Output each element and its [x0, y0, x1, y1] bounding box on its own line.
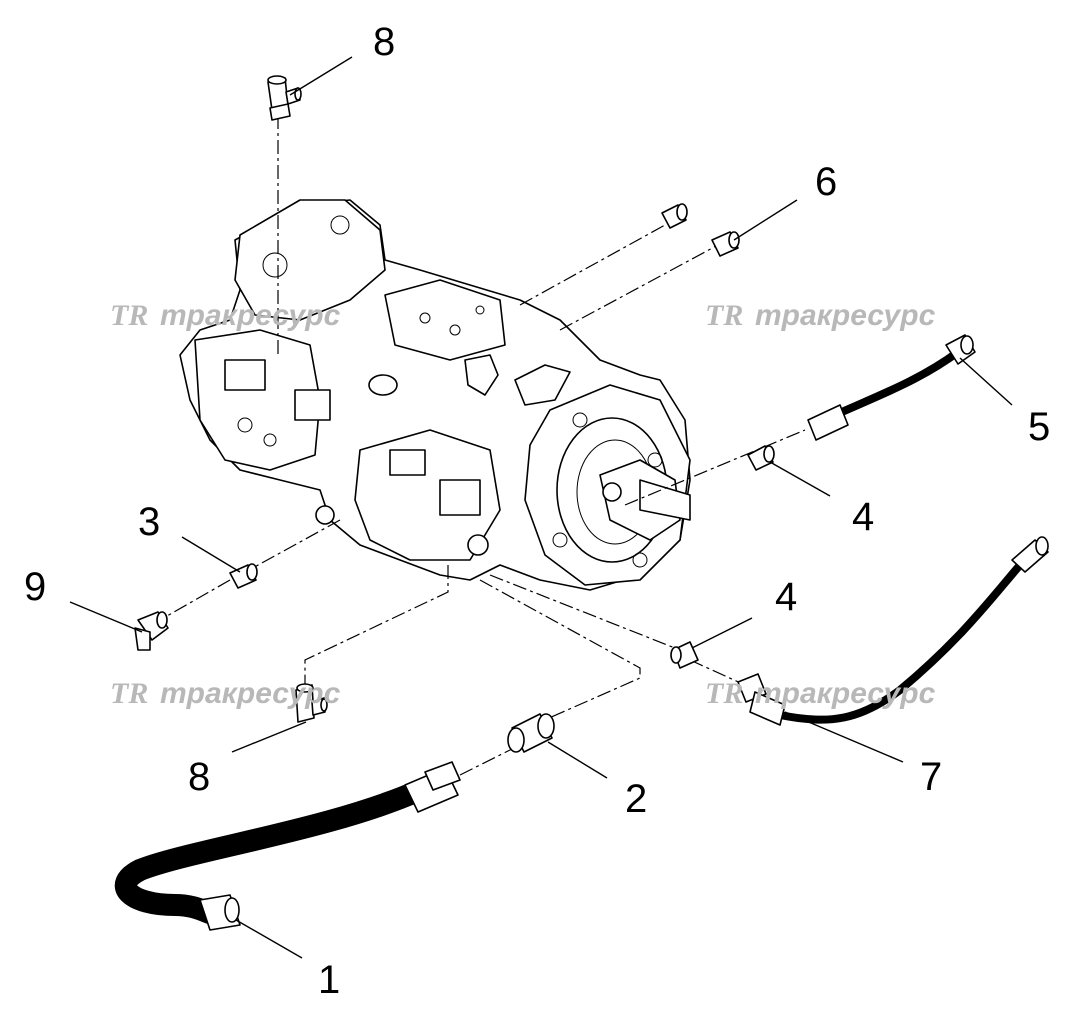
part-3-hose-assembly [737, 536, 1049, 726]
callout-3: 7 [920, 755, 942, 799]
part-2-large-adapter [507, 713, 555, 753]
part-7-adapter-fittings [661, 203, 740, 257]
watermark-logo: TR [705, 299, 743, 332]
part-4-adapter-left [229, 563, 258, 589]
callout-8-top: 8 [373, 20, 395, 64]
part-6-hose-assembly [807, 334, 976, 441]
callout-8-bottom: 8 [188, 755, 210, 799]
watermark-text: тракресурс [755, 299, 936, 332]
watermark-bottom-left: TR тракресурс [110, 677, 341, 710]
callout-7: 6 [815, 160, 837, 204]
callout-4-right: 4 [775, 575, 797, 619]
part-5-adapter-fitting [747, 445, 775, 471]
watermark-logo: TR [705, 677, 743, 710]
part-4-adapter-right [670, 641, 699, 669]
part-1-large-hose-assembly [114, 761, 461, 931]
watermark-top-right: TR тракресурс [705, 299, 936, 332]
part-8-tee-fitting-bottom [295, 683, 328, 723]
assembly-axis-lines [159, 115, 806, 776]
callout-labels: 8 6 5 4 3 9 4 8 2 7 1 [24, 20, 1050, 1002]
part-8-tee-fitting-top [267, 75, 302, 121]
watermark-text: тракресурс [755, 677, 936, 710]
watermark-text: тракресурс [160, 299, 341, 332]
watermark-bottom-right: TR тракресурс [705, 677, 936, 710]
callout-6: 5 [1028, 405, 1050, 449]
watermark-text: тракресурс [160, 677, 341, 710]
watermark-logo: TR [110, 299, 148, 332]
callout-9: 9 [24, 565, 46, 609]
watermark-top-left: TR тракресурс [110, 299, 341, 332]
callout-1: 1 [318, 958, 340, 1002]
leader-lines [69, 56, 1013, 959]
hydraulic-pump-assembly [179, 199, 691, 591]
part-9-elbow-fitting [134, 611, 169, 651]
watermark-logo: TR [110, 677, 148, 710]
callout-5: 4 [852, 495, 874, 539]
callout-4-left: 3 [138, 500, 160, 544]
callout-2: 2 [625, 777, 647, 821]
